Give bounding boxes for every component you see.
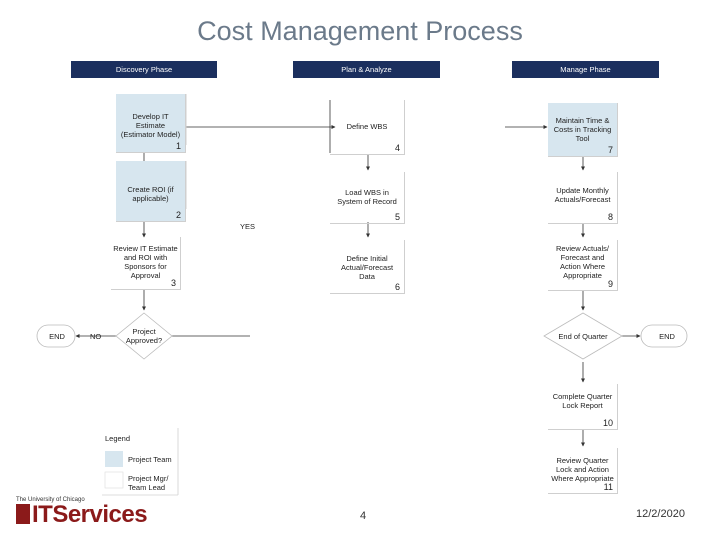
decision-approved: Project Approved? (125, 327, 163, 345)
page-title: Cost Management Process (197, 16, 523, 46)
phase-manage: Manage Phase (512, 61, 659, 78)
page-number: 4 (360, 510, 367, 522)
logo-itservices: ITServices (32, 501, 148, 528)
step-9: Review Actuals/ Forecast and Action Wher… (548, 240, 618, 291)
decision-approved-shape (115, 312, 173, 360)
logo-university: The University of Chicago (16, 497, 85, 503)
step-4: Define WBS 4 (330, 100, 405, 155)
decision-quarter-shape (543, 312, 623, 360)
yes-label: YES (240, 222, 256, 231)
step-8: Update Monthly Actuals/Forecast 8 (548, 172, 618, 224)
end-left-label: END (49, 332, 65, 341)
step-7: Maintain Time & Costs in Tracking Tool 7 (548, 103, 618, 157)
footer-date: 12/2/2020 (636, 508, 685, 520)
step-6: Define Initial Actual/Forecast Data 6 (330, 240, 405, 294)
logo-mark (16, 504, 30, 524)
phase-plan-analyze: Plan & Analyze (293, 61, 440, 78)
legend-pm-swatch (104, 471, 124, 489)
step-10: Complete Quarter Lock Report 10 (548, 384, 618, 430)
end-right-label: END (659, 332, 675, 341)
phase-discovery: Discovery Phase (71, 61, 217, 78)
step-2: Create ROI (if applicable) 2 (116, 161, 186, 222)
step-5: Load WBS in System of Record 5 (330, 172, 405, 224)
step-3: Review IT Estimate and ROI with Sponsors… (111, 237, 181, 290)
legend-team-swatch (105, 451, 123, 467)
terminator-end-right-shape (640, 324, 688, 348)
decision-quarter: End of Quarter (558, 332, 608, 341)
legend-item-pm: Project Mgr/ Team Lead (128, 474, 169, 492)
no-label: NO (90, 332, 102, 341)
step-1: Develop IT Estimate (Estimator Model) 1 (116, 94, 186, 153)
terminator-end-left-shape (36, 324, 76, 348)
legend-title: Legend (105, 434, 131, 443)
legend-item-team: Project Team (128, 455, 172, 464)
step-11: Review Quarter Lock and Action Where App… (548, 448, 618, 494)
